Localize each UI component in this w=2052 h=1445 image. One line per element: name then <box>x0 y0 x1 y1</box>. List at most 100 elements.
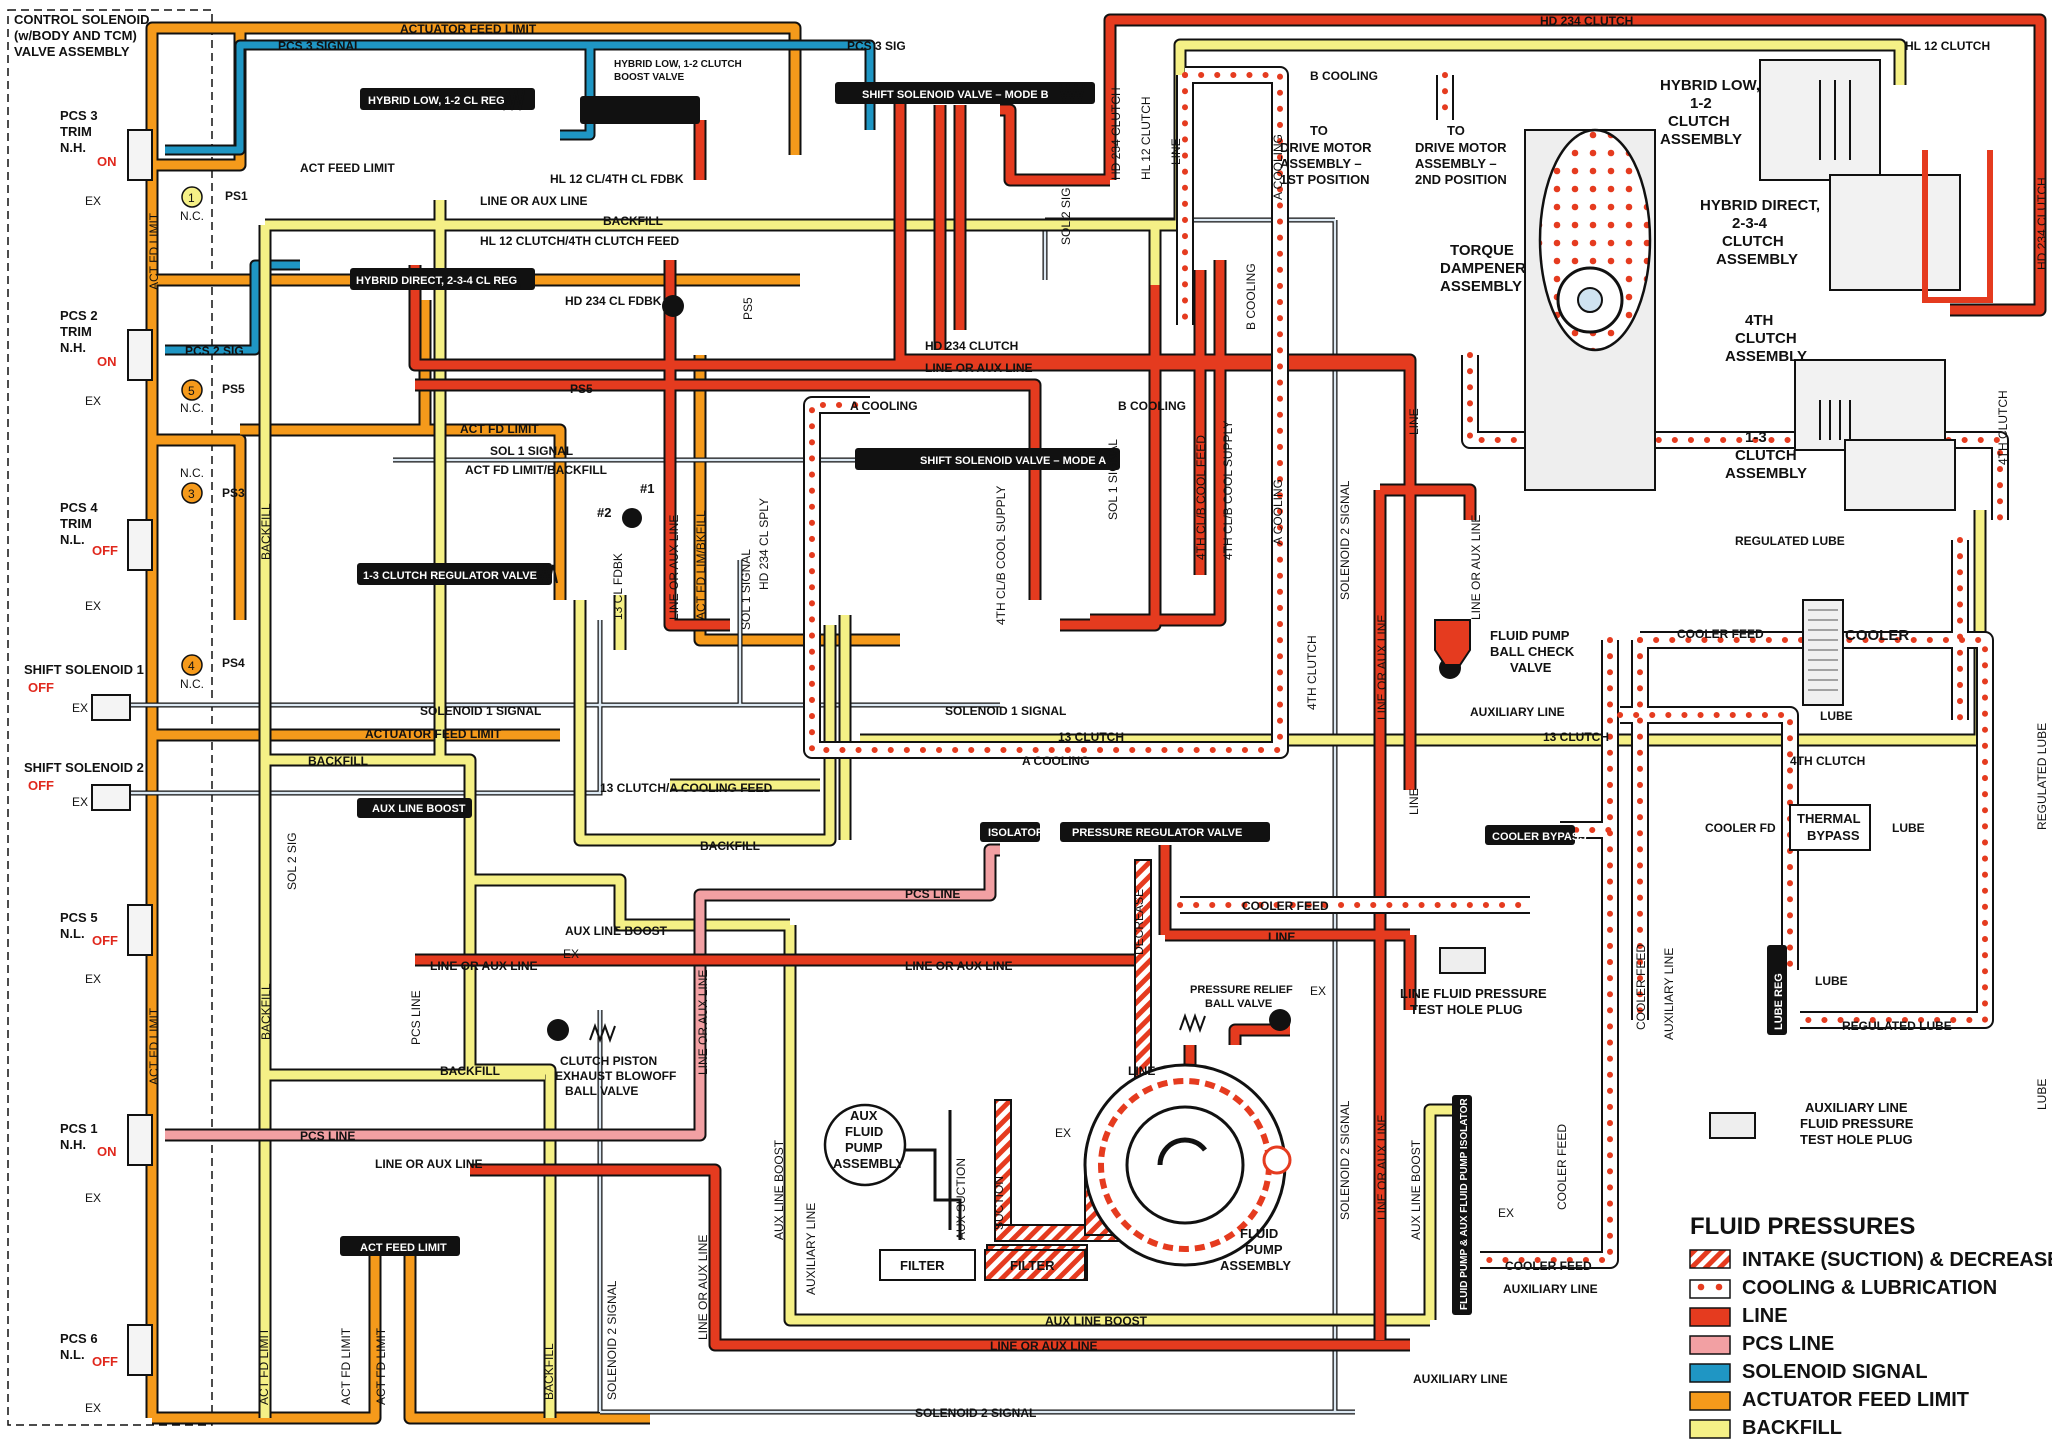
svg-text:LUBE: LUBE <box>1892 821 1925 835</box>
valve-boost-1: HYBRID LOW, 1-2 CLUTCH <box>614 59 742 70</box>
pcs5-label: PCS 5 N.L. OFF EX <box>60 910 118 986</box>
svg-text:ACT FD LIMIT: ACT FD LIMIT <box>339 1327 353 1405</box>
svg-text:DRIVE MOTOR: DRIVE MOTOR <box>1280 140 1372 155</box>
svg-text:13 CLUTCH/A COOLING FEED: 13 CLUTCH/A COOLING FEED <box>600 781 773 795</box>
svg-text:4: 4 <box>188 659 195 673</box>
pcs-fill <box>165 845 1000 1140</box>
svg-text:ASSEMBLY: ASSEMBLY <box>1440 278 1522 295</box>
legend-intake: INTAKE (SUCTION) & DECREASE <box>1742 1249 2052 1271</box>
svg-text:SOL 1 SIGNAL: SOL 1 SIGNAL <box>1106 439 1120 520</box>
svg-text:DRIVE MOTOR: DRIVE MOTOR <box>1415 140 1507 155</box>
svg-text:PS4: PS4 <box>222 656 245 670</box>
svg-text:FLUID: FLUID <box>1240 1226 1278 1241</box>
svg-text:EXHAUST BLOWOFF: EXHAUST BLOWOFF <box>555 1069 676 1083</box>
svg-text:PCS LINE: PCS LINE <box>300 1129 355 1143</box>
svg-text:N.C.: N.C. <box>180 401 204 415</box>
control-title-3: VALVE ASSEMBLY <box>14 44 130 59</box>
svg-text:PS5: PS5 <box>222 382 245 396</box>
svg-text:SOLENOID 2 SIGNAL: SOLENOID 2 SIGNAL <box>1338 1100 1352 1220</box>
svg-text:PS3: PS3 <box>222 486 245 500</box>
svg-text:ASSEMBLY: ASSEMBLY <box>1660 131 1742 148</box>
svg-text:4TH CL/B COOL SUPPLY: 4TH CL/B COOL SUPPLY <box>994 486 1008 625</box>
svg-text:ACTUATOR FEED LIMIT: ACTUATOR FEED LIMIT <box>365 727 502 741</box>
passage-labels: ACTUATOR FEED LIMIT PCS 3 SIGNAL PCS 3 S… <box>185 14 1990 1420</box>
control-title-1: CONTROL SOLENOID <box>14 12 150 27</box>
svg-text:N.L.: N.L. <box>60 1347 85 1362</box>
svg-text:EX: EX <box>1055 1126 1071 1140</box>
svg-text:CLUTCH PISTON: CLUTCH PISTON <box>560 1054 657 1068</box>
shift-solenoid-bodies <box>91 694 131 811</box>
svg-text:HD 234 CLUTCH: HD 234 CLUTCH <box>2035 177 2049 270</box>
svg-text:LINE FLUID PRESSURE: LINE FLUID PRESSURE <box>1400 986 1547 1001</box>
cool-dots <box>809 72 2003 1263</box>
svg-text:N.L.: N.L. <box>60 926 85 941</box>
legend: FLUID PRESSURES INTAKE (SUCTION) & DECRE… <box>1689 1213 2052 1439</box>
filter-label-2: FILTER <box>1010 1258 1055 1273</box>
svg-text:ACT FD LIM/BKFILL: ACT FD LIM/BKFILL <box>694 510 708 620</box>
svg-text:ASSEMBLY: ASSEMBLY <box>1716 251 1798 268</box>
svg-text:DECREASE: DECREASE <box>1132 889 1146 955</box>
svg-text:PCS LINE: PCS LINE <box>409 990 423 1045</box>
svg-text:HD 234 CLUTCH: HD 234 CLUTCH <box>925 339 1018 353</box>
legend-cooling: COOLING & LUBRICATION <box>1742 1277 1997 1299</box>
svg-text:SUCTION: SUCTION <box>992 1176 1006 1230</box>
svg-text:LINE OR AUX LINE: LINE OR AUX LINE <box>696 970 710 1075</box>
svg-text:SOLENOID 1 SIGNAL: SOLENOID 1 SIGNAL <box>420 704 541 718</box>
svg-text:TEST HOLE PLUG: TEST HOLE PLUG <box>1410 1002 1523 1017</box>
svg-text:EX: EX <box>72 795 88 809</box>
svg-text:THERMAL: THERMAL <box>1797 811 1861 826</box>
svg-text:SHIFT SOLENOID 2: SHIFT SOLENOID 2 <box>24 760 144 775</box>
svg-text:2-3-4: 2-3-4 <box>1732 215 1768 232</box>
line-test-plug-label: LINE FLUID PRESSURE TEST HOLE PLUG <box>1400 986 1547 1017</box>
svg-text:TEST HOLE PLUG: TEST HOLE PLUG <box>1800 1132 1913 1147</box>
svg-text:3: 3 <box>188 487 195 501</box>
svg-text:ON: ON <box>97 1144 117 1159</box>
svg-text:N.H.: N.H. <box>60 1137 86 1152</box>
svg-text:BACKFILL: BACKFILL <box>259 503 273 560</box>
fluid-pump-ball-label: FLUID PUMP BALL CHECK VALVE <box>1490 628 1575 675</box>
svg-text:4TH CL/B COOL FEED: 4TH CL/B COOL FEED <box>1194 435 1208 560</box>
svg-text:CLUTCH: CLUTCH <box>1735 330 1797 347</box>
svg-text:BYPASS: BYPASS <box>1807 828 1860 843</box>
svg-text:EX: EX <box>72 701 88 715</box>
pcs6-label: PCS 6 N.L. OFF EX <box>60 1331 118 1415</box>
svg-text:OFF: OFF <box>28 680 54 695</box>
thermal-bypass-box <box>1789 804 1871 851</box>
svg-text:ASSEMBLY: ASSEMBLY <box>1220 1258 1291 1273</box>
valve-pressure-reg: PRESSURE REGULATOR VALVE <box>1072 827 1242 839</box>
svg-text:HD 234 CLUTCH: HD 234 CLUTCH <box>1540 14 1633 28</box>
legend-sol: SOLENOID SIGNAL <box>1742 1361 1928 1383</box>
svg-text:AUXILIARY LINE: AUXILIARY LINE <box>1503 1282 1598 1296</box>
svg-text:PS1: PS1 <box>225 189 248 203</box>
filter-label-1: FILTER <box>900 1258 945 1273</box>
svg-text:TRIM: TRIM <box>60 124 92 139</box>
shift-solenoid-2-label: SHIFT SOLENOID 2 OFF EX <box>24 760 144 809</box>
valve-13-clutch: 1-3 CLUTCH REGULATOR VALVE <box>363 570 537 582</box>
svg-text:SHIFT SOLENOID 1: SHIFT SOLENOID 1 <box>24 662 144 677</box>
ball-2-label: #2 <box>597 505 611 520</box>
drive-motor-2-label: TO DRIVE MOTOR ASSEMBLY – 2ND POSITION <box>1415 123 1507 187</box>
svg-text:PS5: PS5 <box>570 382 593 396</box>
pressure-relief-label: PRESSURE RELIEF BALL VALVE <box>1190 984 1293 1010</box>
svg-text:OFF: OFF <box>92 543 118 558</box>
torque-dampener-label: TORQUE DAMPENER ASSEMBLY <box>1440 242 1526 295</box>
svg-text:PCS 4: PCS 4 <box>60 500 98 515</box>
svg-text:N.H.: N.H. <box>60 140 86 155</box>
svg-text:B COOLING: B COOLING <box>1244 263 1258 330</box>
svg-text:LINE: LINE <box>1407 788 1421 815</box>
svg-text:4TH CLUTCH: 4TH CLUTCH <box>1790 754 1865 768</box>
svg-text:HYBRID DIRECT,: HYBRID DIRECT, <box>1700 197 1820 214</box>
legend-bf: BACKFILL <box>1742 1417 1842 1439</box>
svg-text:HD 234 CL SPLY: HD 234 CL SPLY <box>757 498 771 590</box>
fluid-pump-label: FLUID PUMP ASSEMBLY <box>1220 1226 1291 1273</box>
svg-text:OFF: OFF <box>92 1354 118 1369</box>
valve-act-feed-limit: ACT FEED LIMIT <box>360 1242 447 1254</box>
svg-text:SOLENOID 1 SIGNAL: SOLENOID 1 SIGNAL <box>945 704 1066 718</box>
svg-text:1: 1 <box>188 191 195 205</box>
svg-text:LINE OR AUX LINE: LINE OR AUX LINE <box>375 1157 483 1171</box>
vertical-passage-labels: ACT FD LIMIT ACT FD LIMIT BACKFILL BACKF… <box>147 87 2049 1405</box>
svg-text:A COOLING: A COOLING <box>850 399 918 413</box>
svg-text:HD 234 CLUTCH: HD 234 CLUTCH <box>1109 87 1123 180</box>
svg-text:ACT FD LIMIT: ACT FD LIMIT <box>460 422 539 436</box>
